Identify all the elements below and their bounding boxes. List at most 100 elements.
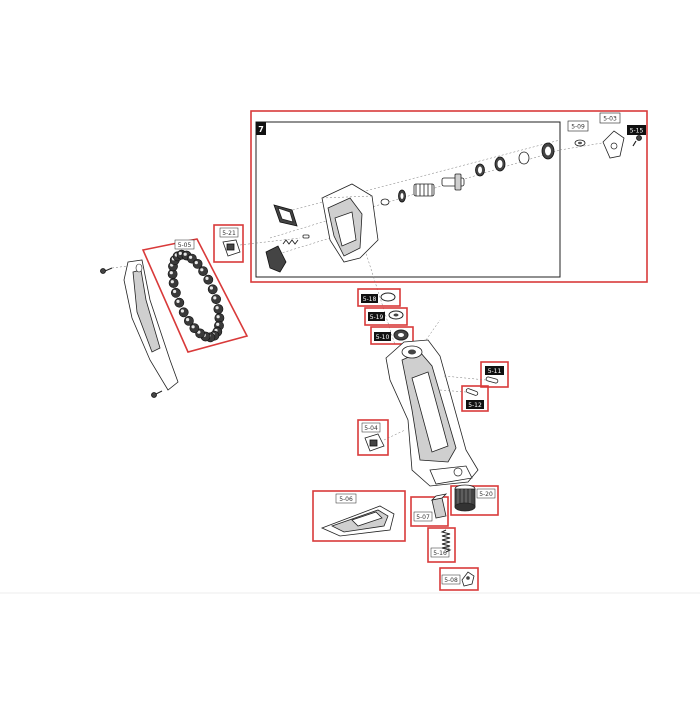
screw-upper <box>100 265 129 274</box>
assembly-7-callout <box>250 110 648 283</box>
knurled-cap-5-20 <box>454 484 476 512</box>
follower-5-07 <box>430 493 448 519</box>
assembly-7-inner-frame <box>255 121 561 278</box>
assembly-number: 7 <box>258 125 264 134</box>
callout-5-04 <box>357 419 389 456</box>
end-cap-5-08 <box>461 571 475 587</box>
bead <box>178 307 189 318</box>
svg-text:5-09: 5-09 <box>571 124 585 131</box>
svg-text:5-07: 5-07 <box>416 514 430 521</box>
svg-text:5-21: 5-21 <box>222 230 236 237</box>
switch-block-5-21 <box>222 239 241 257</box>
svg-text:5-19: 5-19 <box>370 314 384 321</box>
tag-5-08: 5-08 <box>441 574 461 585</box>
ring-5-09 <box>574 139 586 147</box>
trigger-lever <box>265 245 287 273</box>
washer-5-19 <box>388 310 404 320</box>
bead <box>211 294 221 305</box>
small-pin <box>302 234 310 239</box>
callout-5-08 <box>439 567 479 591</box>
assembly-number-badge <box>256 122 266 135</box>
svg-text:5-20: 5-20 <box>479 491 493 498</box>
assembly-leader-lines <box>239 139 621 346</box>
bead-highlight <box>205 276 209 280</box>
tag-5-18: 5-18 <box>361 294 378 303</box>
spring-5-16 <box>440 529 452 553</box>
bead-highlight <box>200 268 204 272</box>
piston-rod <box>441 173 465 191</box>
svg-text:5-15: 5-15 <box>630 128 644 135</box>
tag-5-09: 5-09 <box>567 120 589 132</box>
pin-5-12 <box>439 388 479 396</box>
washer-1 <box>398 189 406 203</box>
gear-wheel <box>541 142 555 160</box>
baseplate-5-06 <box>320 505 395 537</box>
tag-5-06: 5-06 <box>335 493 357 504</box>
callout-5-12 <box>461 385 489 412</box>
o-ring-5-18 <box>380 292 396 302</box>
bead <box>207 284 218 295</box>
bead-highlight <box>170 280 174 284</box>
svg-text:5-08: 5-08 <box>444 577 458 584</box>
bead-ring-5-05 <box>167 249 225 343</box>
bead <box>174 297 185 308</box>
svg-text:5-12: 5-12 <box>468 402 482 409</box>
callout-5-21 <box>213 224 244 263</box>
tag-5-03: 5-03 <box>599 112 621 124</box>
tag-5-10: 5-10 <box>374 332 391 341</box>
tag-5-07: 5-07 <box>413 511 433 522</box>
washer-2 <box>494 156 506 172</box>
svg-text:5-05: 5-05 <box>178 242 192 249</box>
o-ring-3 <box>518 151 530 165</box>
bead <box>198 266 208 276</box>
bead-highlight <box>178 251 182 255</box>
tag-5-20: 5-20 <box>476 488 496 499</box>
svg-text:5-11: 5-11 <box>488 368 502 375</box>
svg-text:5-06: 5-06 <box>339 496 353 503</box>
callout-5-06 <box>312 490 406 542</box>
svg-text:5-10: 5-10 <box>376 334 390 341</box>
screw-lower <box>151 390 163 398</box>
seal-5-10 <box>393 329 409 341</box>
bead-highlight <box>209 286 213 290</box>
callout-5-19 <box>364 307 408 326</box>
bead-highlight <box>216 322 220 326</box>
bead-highlight <box>189 255 193 259</box>
tag-5-12: 5-12 <box>466 400 484 409</box>
bead-highlight <box>176 299 180 303</box>
tag-5-19: 5-19 <box>368 312 385 321</box>
bead-highlight <box>216 315 220 319</box>
tag-5-16: 5-16 <box>430 547 450 558</box>
svg-text:5-18: 5-18 <box>363 296 377 303</box>
svg-text:5-16: 5-16 <box>433 550 447 557</box>
o-ring-2 <box>475 163 485 177</box>
bead <box>203 274 214 285</box>
bead <box>170 287 181 298</box>
o-ring-1 <box>380 198 390 206</box>
tag-5-04: 5-04 <box>361 422 381 433</box>
callout-5-07 <box>410 496 449 527</box>
bead <box>213 304 224 314</box>
tag-5-05: 5-05 <box>174 239 195 250</box>
bead-highlight <box>173 289 177 294</box>
gearbox-housing <box>321 183 379 263</box>
main-spring <box>413 183 435 197</box>
catch-5-04 <box>364 429 406 452</box>
callout-5-16 <box>427 527 456 563</box>
grip-side-plate <box>123 259 179 391</box>
small-spring <box>282 239 299 245</box>
selector-plate <box>273 204 298 227</box>
bead-highlight <box>169 271 173 275</box>
pin-5-11 <box>443 375 499 384</box>
bead-highlight <box>194 261 198 265</box>
bead-highlight <box>213 296 217 300</box>
tag-5-11: 5-11 <box>485 366 504 375</box>
bead-highlight <box>186 318 190 322</box>
bead-highlight <box>183 252 187 256</box>
callout-5-10 <box>370 326 414 345</box>
bead-highlight <box>180 309 184 313</box>
svg-text:5-04: 5-04 <box>364 425 378 432</box>
magazine-shell <box>385 319 479 487</box>
